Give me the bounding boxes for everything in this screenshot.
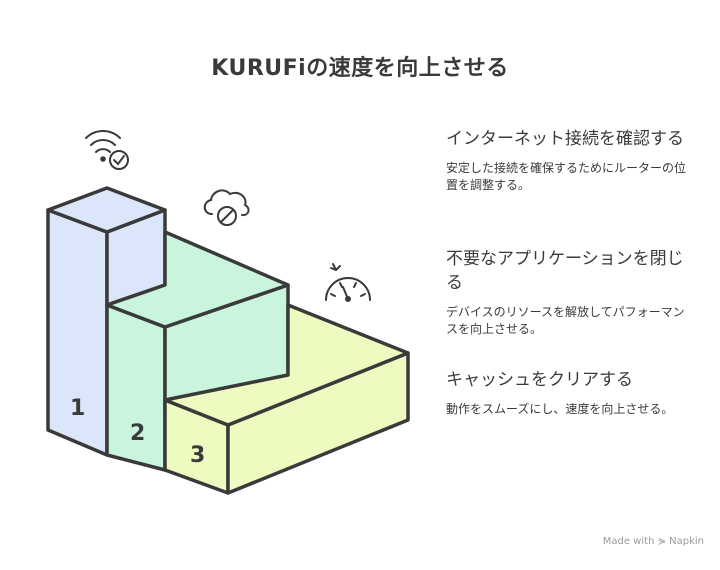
step-2-description: デバイスのリソースを解放してパフォーマンスを向上させる。 <box>446 305 685 336</box>
step-block-3 <box>163 303 410 495</box>
step-number-1: 1 <box>70 396 85 421</box>
napkin-credit[interactable]: Made with ⋟ Napkin <box>602 536 704 547</box>
diagram-title: KURUFiの速度を向上させる <box>211 56 509 81</box>
wifi-check-icon <box>85 129 129 170</box>
step-1: インターネット接続を確認する 安定した接続を確保するためにルーターの位置を調整す… <box>446 127 686 194</box>
step-3-title: キャッシュをクリアする <box>446 370 633 390</box>
speedometer-icon <box>325 263 371 302</box>
step-number-2: 2 <box>130 421 145 446</box>
step-3-description: 動作をスムーズにし、速度を向上させる。 <box>446 402 674 416</box>
step-1-description: 安定した接続を確保するためにルーターの位置を調整する。 <box>446 161 687 192</box>
step-3: キャッシュをクリアする 動作をスムーズにし、速度を向上させる。 <box>446 368 686 418</box>
step-1-title: インターネット接続を確認する <box>446 129 684 149</box>
step-2-title: 不要なアプリケーションを閉じる <box>446 249 684 293</box>
step-number-3: 3 <box>190 443 205 468</box>
cloud-blocked-icon <box>203 189 250 226</box>
step-2: 不要なアプリケーションを閉じる デバイスのリソースを解放してパフォーマンスを向上… <box>446 247 686 338</box>
